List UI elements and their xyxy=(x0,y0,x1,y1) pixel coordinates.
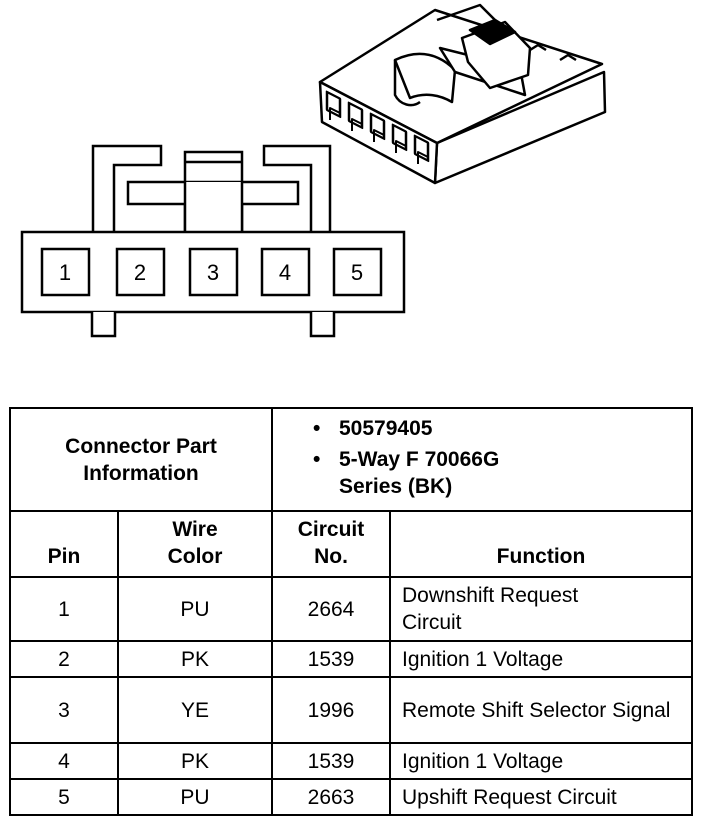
pin-cell: 4 xyxy=(9,742,119,780)
connector-face-view xyxy=(20,144,406,338)
wire-color-header: Wire Color xyxy=(117,510,273,578)
pin-cavity-2 xyxy=(115,247,166,297)
part-info-row: Connector Part Information 50579405 5-Wa… xyxy=(9,407,693,512)
function-cell: Downshift Request Circuit xyxy=(389,576,693,642)
pin-cell: 3 xyxy=(9,676,119,744)
connector-3d-view xyxy=(318,3,607,185)
circuit-cell: 2664 xyxy=(271,576,391,642)
pin-cavity-1 xyxy=(40,247,91,297)
connector-diagram: 1 2 3 4 5 xyxy=(20,3,607,338)
pin-cell: 2 xyxy=(9,640,119,678)
circuit-cell: 1539 xyxy=(271,640,391,678)
pin-label-4: 4 xyxy=(279,260,291,285)
pin-label-1: 1 xyxy=(59,260,71,285)
circuit-no-header: Circuit No. xyxy=(271,510,391,578)
pin-label-2: 2 xyxy=(134,260,146,285)
function-cell: Upshift Request Circuit xyxy=(389,778,693,816)
function-cell: Remote Shift Selector Signal xyxy=(389,676,693,744)
pin-cavity-4 xyxy=(260,247,311,297)
table-row: 5 PU 2663 Upshift Request Circuit xyxy=(9,778,693,816)
part-numbers: 50579405 5-Way F 70066G Series (BK) xyxy=(271,407,693,512)
wire-color-cell: PU xyxy=(117,778,273,816)
connector-pinout-table: Connector Part Information 50579405 5-Wa… xyxy=(9,407,693,816)
wire-color-cell: PK xyxy=(117,742,273,780)
part-number-2: 5-Way F 70066G Series (BK) xyxy=(311,446,539,500)
pin-label-3: 3 xyxy=(207,260,219,285)
wire-color-cell: YE xyxy=(117,676,273,744)
pin-cell: 5 xyxy=(9,778,119,816)
part-info-label: Connector Part Information xyxy=(9,407,273,512)
function-cell: Ignition 1 Voltage xyxy=(389,742,693,780)
function-cell: Ignition 1 Voltage xyxy=(389,640,693,678)
pin-cell: 1 xyxy=(9,576,119,642)
table-row: 2 PK 1539 Ignition 1 Voltage xyxy=(9,640,693,678)
header-row: Pin Wire Color Circuit No. Function xyxy=(9,510,693,578)
circuit-cell: 1996 xyxy=(271,676,391,744)
circuit-cell: 2663 xyxy=(271,778,391,816)
pin-label-5: 5 xyxy=(351,260,363,285)
part-number-1: 50579405 xyxy=(311,415,691,442)
pin-cavity-5 xyxy=(332,247,383,297)
wire-color-cell: PK xyxy=(117,640,273,678)
function-header: Function xyxy=(389,510,693,578)
table-row: 1 PU 2664 Downshift Request Circuit xyxy=(9,576,693,642)
pin-header: Pin xyxy=(9,510,119,578)
wire-color-cell: PU xyxy=(117,576,273,642)
pin-cavity-3 xyxy=(188,247,239,297)
table-row: 3 YE 1996 Remote Shift Selector Signal xyxy=(9,676,693,744)
circuit-cell: 1539 xyxy=(271,742,391,780)
table-row: 4 PK 1539 Ignition 1 Voltage xyxy=(9,742,693,780)
